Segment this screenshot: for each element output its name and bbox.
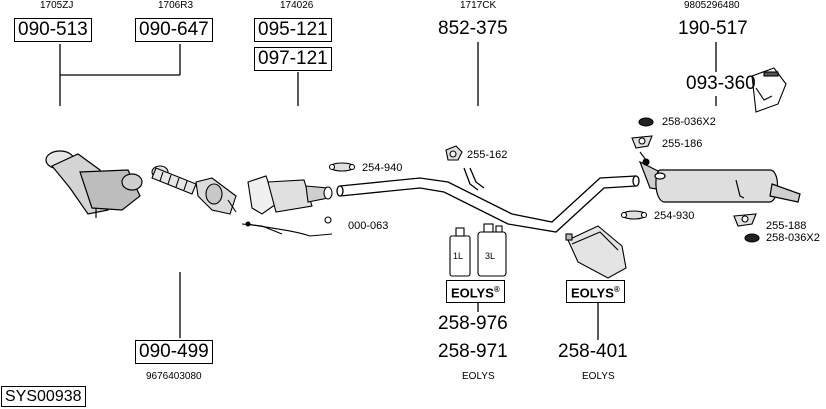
eolys-caption-left: EOLYS bbox=[462, 371, 495, 382]
particulate-filter-drawing bbox=[247, 175, 333, 215]
part-label-093-360[interactable]: 093-360 bbox=[686, 73, 756, 94]
ref-1706r3: 1706R3 bbox=[158, 0, 194, 11]
part-label-254-930[interactable]: 254-930 bbox=[654, 210, 695, 222]
clamp-254-940-drawing bbox=[328, 162, 356, 172]
clamp-255-162-drawing bbox=[445, 145, 463, 161]
part-label-254-940[interactable]: 254-940 bbox=[362, 162, 403, 174]
part-box-097-121[interactable]: 097-121 bbox=[254, 47, 332, 71]
eolys-brand-box-left: EOLYS® bbox=[446, 280, 505, 304]
eolys-reg-mark-right: ® bbox=[613, 285, 620, 294]
bottle-label-3l: 3L bbox=[485, 251, 496, 261]
hanger-255-186-drawing bbox=[631, 135, 653, 166]
ref-174026: 174026 bbox=[280, 0, 314, 11]
part-label-000-063[interactable]: 000-063 bbox=[348, 220, 389, 232]
eolys-brand-text-left: EOLYS bbox=[451, 285, 494, 301]
eolys-brand-text-right: EOLYS bbox=[571, 285, 614, 301]
ref-9805296480: 9805296480 bbox=[684, 0, 740, 11]
exhaust-manifold-drawing bbox=[45, 150, 143, 218]
eolys-reservoir-drawing bbox=[565, 225, 627, 279]
part-box-090-647[interactable]: 090-647 bbox=[135, 18, 213, 42]
eolys-bottle-1l-drawing bbox=[449, 227, 471, 277]
eolys-bottle-3l-drawing bbox=[477, 223, 507, 277]
part-box-095-121[interactable]: 095-121 bbox=[254, 18, 332, 42]
sensor-pipe-drawing bbox=[245, 216, 333, 237]
rear-muffler-drawing bbox=[638, 160, 801, 203]
rubber-mount-258-036-bottom-drawing bbox=[744, 233, 760, 243]
part-label-258-036x2-bottom[interactable]: 258-036X2 bbox=[766, 232, 820, 244]
rubber-mount-258-036-top-drawing bbox=[638, 117, 654, 127]
part-label-255-186[interactable]: 255-186 bbox=[662, 138, 703, 150]
clamp-254-930-drawing bbox=[620, 210, 648, 220]
intermediate-pipe-drawing bbox=[336, 167, 640, 233]
part-label-258-971[interactable]: 258-971 bbox=[438, 341, 508, 362]
part-label-190-517[interactable]: 190-517 bbox=[678, 18, 748, 39]
eolys-reg-mark-left: ® bbox=[493, 285, 500, 294]
part-label-258-401[interactable]: 258-401 bbox=[558, 341, 628, 362]
part-label-255-188[interactable]: 255-188 bbox=[766, 220, 807, 232]
part-label-852-375[interactable]: 852-375 bbox=[438, 18, 508, 39]
eolys-caption-right: EOLYS bbox=[582, 371, 615, 382]
ref-1705zj: 1705ZJ bbox=[40, 0, 74, 11]
part-box-090-499[interactable]: 090-499 bbox=[135, 340, 213, 364]
part-box-090-513[interactable]: 090-513 bbox=[14, 18, 92, 42]
part-label-258-976[interactable]: 258-976 bbox=[438, 313, 508, 334]
part-label-258-036x2-top[interactable]: 258-036X2 bbox=[662, 116, 716, 128]
mounting-kit-093-360-drawing bbox=[751, 67, 787, 113]
ref-1717ck: 1717CK bbox=[460, 0, 497, 11]
catalytic-converter-drawing bbox=[195, 177, 283, 235]
eolys-brand-box-right: EOLYS® bbox=[566, 280, 625, 304]
hanger-255-188-drawing bbox=[733, 213, 757, 227]
part-label-255-162[interactable]: 255-162 bbox=[467, 149, 508, 161]
system-id-box: SYS00938 bbox=[1, 386, 86, 407]
bottle-label-1l: 1L bbox=[453, 251, 464, 261]
flex-pipe-drawing bbox=[151, 165, 197, 195]
ref-9676403080: 9676403080 bbox=[146, 371, 202, 382]
